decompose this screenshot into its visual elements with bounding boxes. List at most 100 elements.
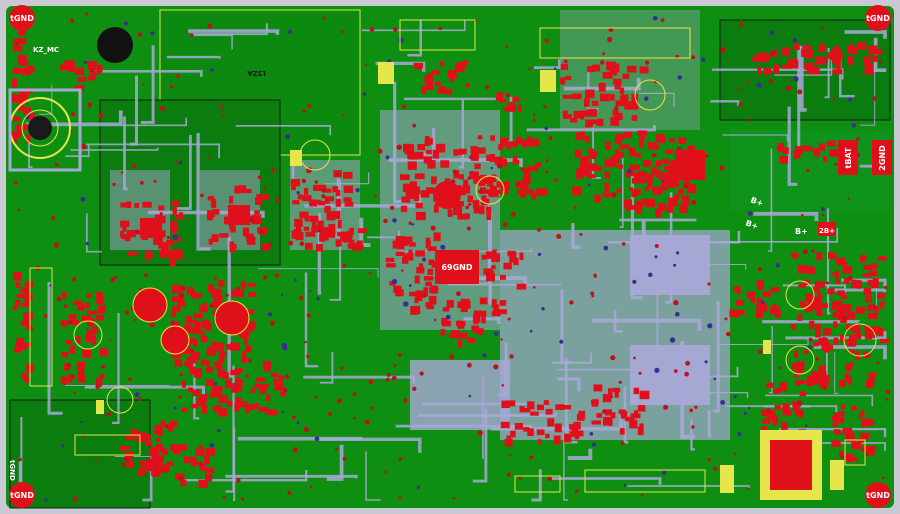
smd-pad — [519, 406, 525, 413]
via — [482, 353, 487, 358]
via — [661, 470, 667, 476]
via — [267, 312, 272, 317]
via — [663, 404, 669, 410]
smd-pad — [584, 157, 590, 164]
trace — [567, 448, 593, 460]
smd-pad — [463, 179, 469, 186]
via — [747, 487, 750, 491]
ground-pad-icon — [9, 482, 35, 508]
via — [691, 199, 697, 205]
smd-pad — [400, 205, 408, 213]
via — [137, 32, 142, 37]
smd-pad — [440, 160, 450, 168]
via — [409, 284, 412, 287]
smd-pad — [212, 387, 222, 392]
smd-pad — [397, 241, 405, 250]
via — [541, 307, 545, 311]
smd-pad — [819, 303, 828, 308]
smd-pad — [523, 427, 530, 432]
smd-pad — [156, 455, 164, 464]
smd-pad — [848, 349, 855, 354]
smd-pad — [863, 351, 869, 356]
smd-pad — [77, 368, 85, 376]
label-gnd-bottom-left: tGND — [10, 491, 34, 500]
smd-pad — [158, 205, 165, 211]
smd-pad — [629, 419, 638, 429]
smd-pad — [591, 100, 599, 106]
smd-pad — [596, 118, 604, 126]
smd-pad — [405, 191, 414, 199]
smd-pad — [735, 310, 745, 315]
smd-pad — [401, 196, 411, 203]
via — [101, 364, 105, 369]
smd-pad — [805, 266, 816, 275]
smd-pad — [678, 137, 687, 145]
smd-pad — [473, 175, 481, 184]
smd-pad — [402, 257, 409, 264]
trace — [712, 68, 844, 80]
smd-pad — [225, 379, 232, 389]
smd-pad — [591, 400, 599, 404]
smd-pad — [790, 252, 799, 259]
smd-pad — [415, 290, 426, 298]
smd-pad — [258, 406, 268, 412]
smd-pad — [612, 387, 621, 393]
smd-pad — [255, 197, 263, 205]
smd-pad — [190, 403, 199, 409]
trace — [472, 408, 488, 483]
smd-pad — [146, 439, 152, 447]
smd-pad — [519, 180, 528, 187]
via — [419, 371, 424, 376]
via — [509, 454, 512, 457]
smd-pad — [167, 423, 174, 432]
smd-pad — [142, 201, 152, 208]
smd-pad — [205, 448, 216, 456]
via — [641, 494, 644, 497]
smd-pad — [196, 398, 206, 406]
mounting-hole-icon — [97, 27, 133, 63]
smd-pad — [668, 164, 678, 171]
via — [733, 452, 737, 456]
smd-pad — [171, 284, 181, 294]
via — [440, 244, 446, 250]
via — [299, 241, 305, 246]
smd-pad — [23, 378, 30, 383]
smd-pad — [779, 147, 789, 153]
via — [873, 305, 877, 309]
smd-pad — [655, 134, 665, 139]
smd-pad — [860, 255, 865, 263]
smd-pad — [867, 331, 877, 338]
smd-pad — [616, 188, 622, 193]
smd-pad — [814, 284, 820, 293]
smd-pad — [158, 215, 166, 224]
trace — [225, 474, 358, 479]
smd-pad — [20, 343, 25, 349]
smd-pad — [874, 305, 879, 314]
smd-pad — [87, 333, 93, 343]
smd-pad — [433, 204, 439, 213]
via — [170, 320, 175, 326]
smd-pad — [766, 410, 776, 419]
smd-pad — [593, 119, 600, 125]
smd-pad — [304, 215, 310, 222]
ground-pad-icon — [9, 5, 35, 31]
smd-pad — [442, 320, 451, 327]
via — [467, 362, 472, 368]
smd-pad — [637, 130, 648, 136]
trace — [813, 345, 887, 360]
smd-pad — [782, 410, 792, 416]
smd-pad — [423, 276, 434, 281]
smd-pad — [772, 389, 781, 394]
smd-pad — [746, 291, 756, 299]
via — [287, 490, 292, 495]
smd-pad — [782, 403, 790, 412]
smd-pad — [344, 201, 354, 207]
smd-pad — [79, 77, 87, 82]
smd-pad — [593, 151, 598, 156]
smd-pad — [614, 135, 622, 144]
via — [128, 377, 132, 382]
smd-pad — [503, 262, 512, 270]
smd-pad — [73, 300, 83, 306]
via — [422, 257, 426, 262]
smd-pad — [665, 149, 671, 155]
